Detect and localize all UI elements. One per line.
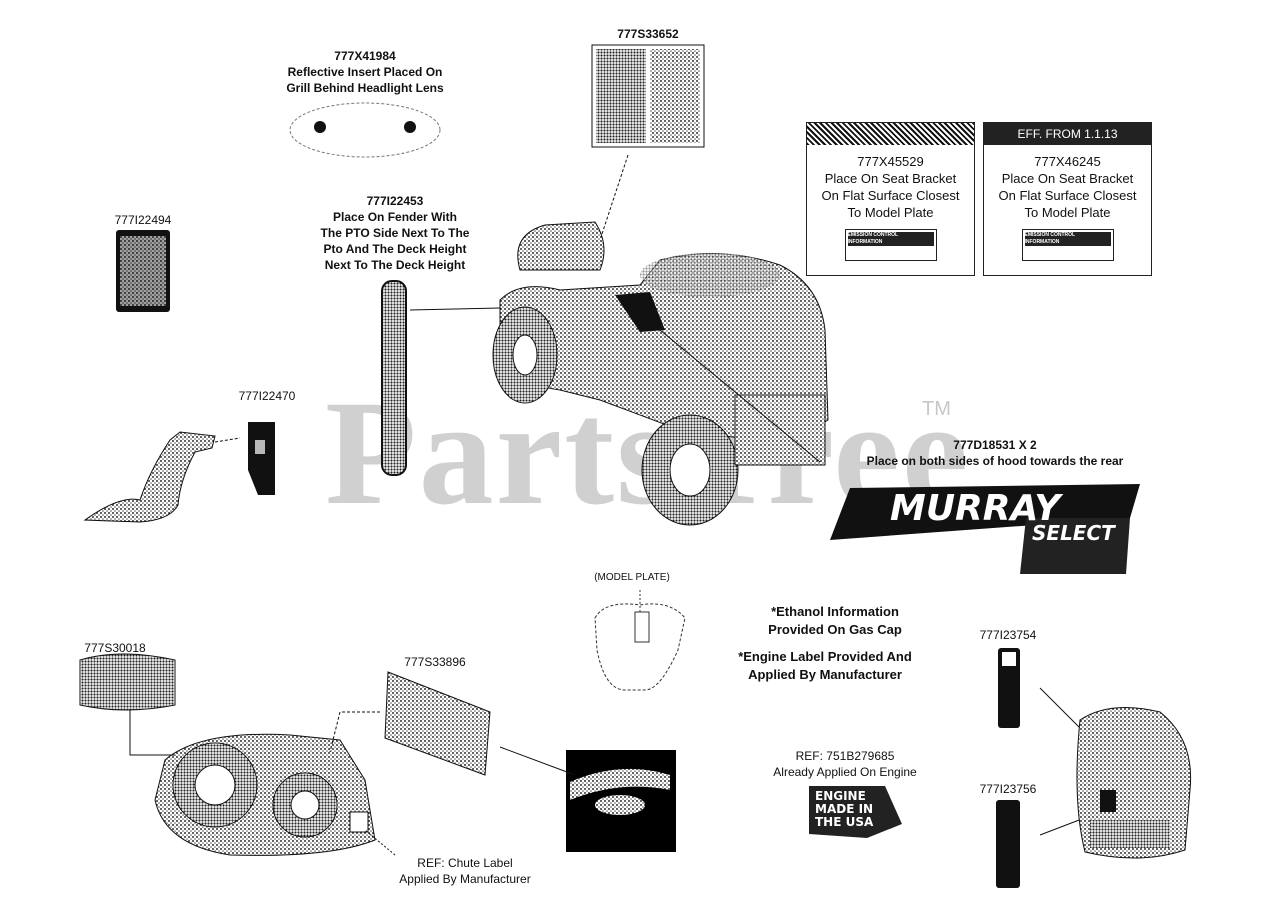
label-777i22453: 777I22453 Place On Fender With The PTO S…	[320, 194, 470, 272]
label-777x45529: 777X45529 Place On Seat Bracket On Flat …	[806, 122, 975, 276]
label-engine-provided: *Engine Label Provided And Applied By Ma…	[738, 649, 912, 682]
label-777s33652: 777S33652	[617, 27, 679, 41]
decal-777i22470	[248, 422, 275, 495]
label-777x41984: 777X41984 Reflective Insert Placed On Gr…	[286, 49, 444, 95]
svg-text:THE USA: THE USA	[815, 815, 874, 829]
mower-deck	[154, 733, 376, 856]
label-ethanol: *Ethanol Information Provided On Gas Cap	[768, 604, 902, 637]
decal-777i22494	[116, 230, 170, 312]
chute-photo	[499, 746, 676, 852]
svg-text:ENGINE: ENGINE	[815, 789, 866, 803]
dotted-header	[807, 123, 974, 145]
label-777s33896: 777S33896	[404, 655, 466, 669]
label-777i23756: 777I23756	[979, 782, 1037, 796]
label-777i22494: 777I22494	[114, 213, 172, 227]
engine-made-in-usa-logo: ENGINE MADE IN THE USA	[807, 784, 907, 840]
select-text: SELECT	[1032, 521, 1116, 545]
model-plate	[594, 590, 686, 691]
lawn-tractor	[492, 221, 829, 526]
label-ref-engine: REF: 751B279685 Already Applied On Engin…	[773, 749, 917, 779]
fender-strip	[381, 280, 501, 476]
emission-label: EMISSION CONTROL INFORMATION	[1021, 229, 1114, 261]
label-chute: REF: Chute Label Applied By Manufacturer	[399, 856, 531, 886]
decal-777s30018	[79, 653, 176, 756]
decal-777s33652	[591, 44, 705, 241]
emission-label: EMISSION CONTROL INFORMATION	[844, 229, 937, 261]
svg-text:MADE IN: MADE IN	[815, 802, 873, 816]
decal-777s33896	[329, 671, 491, 776]
pedal	[83, 431, 241, 523]
label-777i23754: 777I23754	[979, 628, 1037, 642]
label-777i22470: 777I22470	[238, 389, 296, 403]
label-777d18531: 777D18531 X 2 Place on both sides of hoo…	[866, 438, 1124, 468]
label-model-plate: (MODEL PLATE)	[594, 572, 670, 583]
murray-text: MURRAY	[890, 488, 1064, 529]
label-777s30018: 777S30018	[84, 641, 146, 655]
label-777x46245: EFF. FROM 1.1.13 777X46245 Place On Seat…	[983, 122, 1152, 276]
murray-select-logo: MURRAY SELECT	[830, 478, 1160, 578]
dash-console	[1076, 707, 1192, 859]
decal-777i23754	[998, 648, 1091, 739]
reflective-insert	[289, 102, 441, 158]
trademark-symbol: TM	[922, 398, 951, 420]
